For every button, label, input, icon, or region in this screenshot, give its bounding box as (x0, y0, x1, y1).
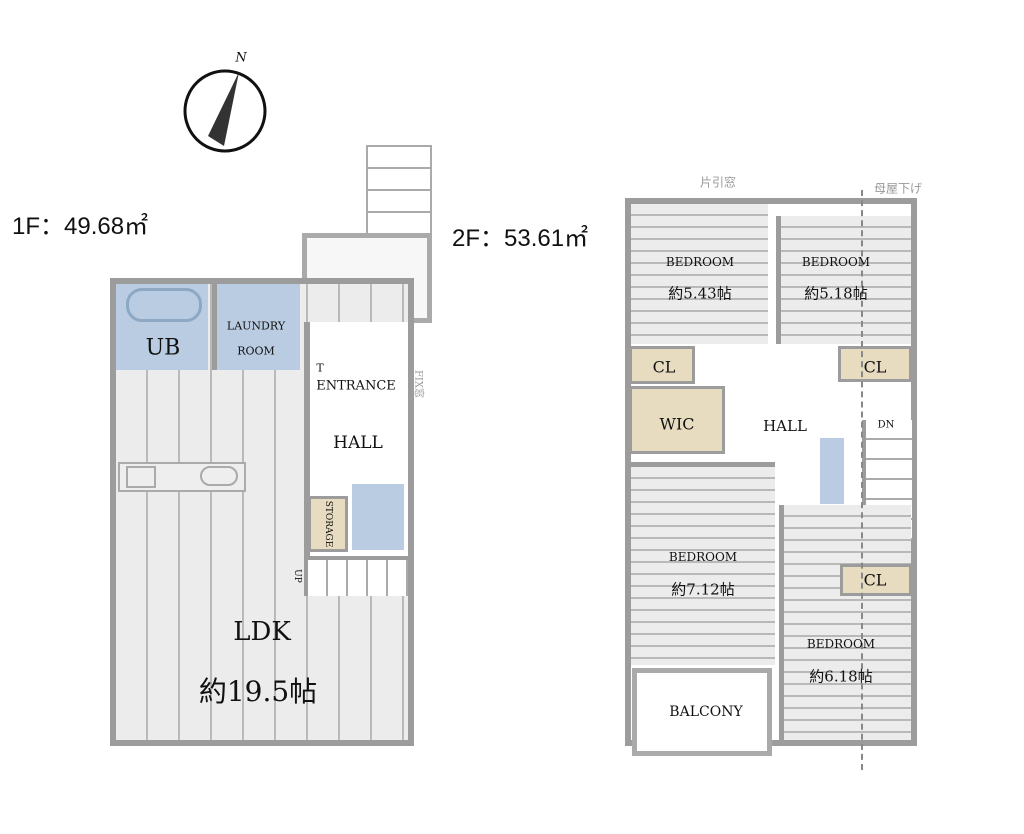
hall-label: HALL (333, 433, 383, 453)
bedroom-1-label: BEDROOM (665, 255, 735, 269)
closet-2-label: CL (863, 357, 887, 377)
t-label: T (316, 361, 324, 375)
sliding-window-note: 片引窓 (699, 175, 737, 190)
storage (308, 496, 348, 552)
fix-window-label: FIX窓 (412, 369, 424, 399)
stairs-1f (308, 556, 408, 596)
bedroom-4 (779, 505, 911, 740)
dn-label: DN (877, 419, 895, 431)
roof-note: 母屋下げ (873, 181, 923, 196)
balcony (632, 668, 772, 756)
compass (182, 68, 268, 154)
ldk-size: 約19.5帖 (198, 675, 318, 708)
up-label: UP (292, 569, 302, 583)
storage-label: STORAGE (323, 500, 333, 548)
walk-in-closet (629, 386, 725, 454)
ldk-label: LDK (233, 617, 291, 647)
closet-1 (629, 346, 695, 384)
bedroom-4-label: BEDROOM (806, 637, 876, 651)
stove-icon (126, 466, 156, 488)
laundry-label: LAUNDRY (226, 319, 286, 333)
bedroom-3-size: 約7.12帖 (671, 580, 735, 599)
laundry-label-2: ROOM (237, 344, 275, 358)
ub-label: UB (145, 335, 181, 361)
closet-3-label: CL (863, 570, 887, 590)
bedroom-2 (776, 216, 911, 344)
bedroom-2-size: 約5.18帖 (804, 284, 868, 303)
balcony-label: BALCONY (669, 704, 743, 720)
hall-2f-label: HALL (763, 417, 807, 435)
closet-2 (838, 346, 912, 382)
toilet (352, 484, 404, 550)
floor2-area: 2F：53.61㎡ (452, 225, 589, 252)
floor1-area: 1F：49.68㎡ (12, 213, 149, 240)
toilet-2f (820, 438, 844, 504)
closet-3 (840, 564, 912, 596)
bedroom-3 (631, 462, 775, 665)
bedroom-4-size: 約6.18帖 (809, 667, 873, 686)
exterior-stairs (366, 145, 432, 237)
wic-label: WIC (659, 414, 695, 434)
bedroom-3-label: BEDROOM (668, 550, 738, 564)
entrance-label: ENTRANCE (316, 378, 396, 394)
compass-icon (183, 69, 267, 153)
bedroom-1 (631, 204, 768, 344)
bedroom-2-label: BEDROOM (801, 255, 871, 269)
bathtub (126, 288, 202, 322)
sink-icon (200, 466, 238, 486)
roof-line (861, 190, 863, 770)
closet-1-label: CL (652, 357, 676, 377)
bedroom-1-size: 約5.43帖 (668, 284, 732, 303)
north-label: N (235, 50, 247, 66)
laundry-room (212, 284, 300, 370)
